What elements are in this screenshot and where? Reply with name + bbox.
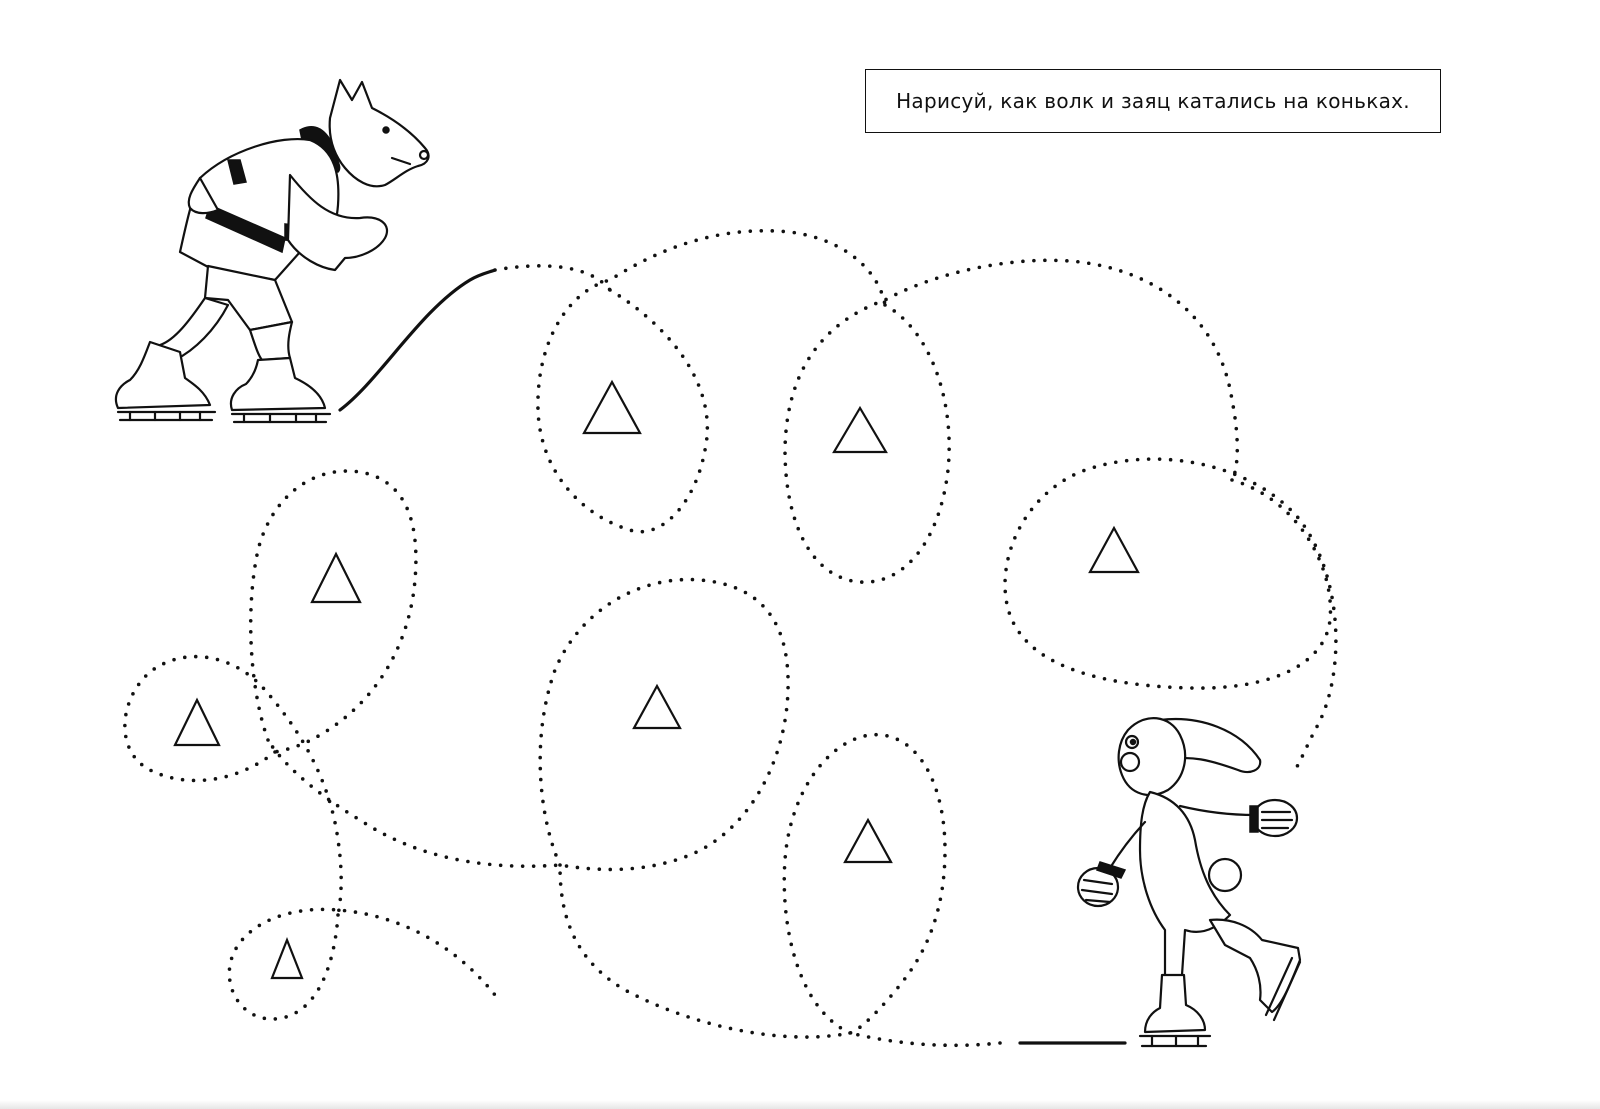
triangle-icon — [1088, 525, 1140, 574]
wolf-on-skates-icon — [114, 78, 430, 424]
trace-loop-7[interactable] — [123, 654, 343, 917]
trace-loop-4[interactable] — [248, 469, 418, 754]
instruction-box: Нарисуй, как волк и заяц катались на кон… — [865, 69, 1441, 133]
hare-on-skates-icon — [1076, 716, 1302, 1048]
trace-loop-1[interactable] — [536, 228, 887, 534]
triangle-icon — [843, 817, 893, 864]
dotted-trace-paths[interactable] — [123, 228, 1338, 1048]
triangle-icon — [310, 551, 362, 604]
triangle-icon — [632, 683, 682, 730]
trace-loop-8[interactable] — [227, 907, 497, 1021]
trace-loop-5[interactable] — [266, 577, 790, 872]
trace-loop-3[interactable] — [1003, 457, 1338, 772]
trace-return-segment[interactable] — [848, 1031, 1002, 1048]
trace-loop-6[interactable] — [558, 732, 947, 1039]
triangle-icon — [270, 937, 304, 980]
mitten-icon — [1249, 798, 1299, 838]
trace-loop-2[interactable] — [783, 258, 1240, 584]
trace-start-segment[interactable] — [493, 264, 612, 292]
mitten-icon — [1076, 861, 1127, 908]
page-bottom-edge — [0, 1100, 1600, 1109]
triangle-icon — [832, 405, 888, 454]
instruction-text: Нарисуй, как волк и заяц катались на кон… — [896, 89, 1410, 113]
triangle-markers — [173, 379, 1140, 980]
trace-solid-start — [338, 268, 497, 412]
triangle-icon — [582, 379, 642, 435]
triangle-icon — [173, 697, 221, 747]
